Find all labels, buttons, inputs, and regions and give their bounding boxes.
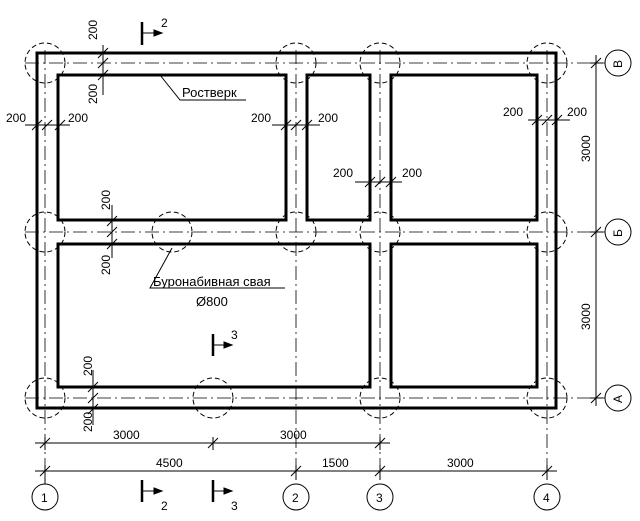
dim-3000-bottom-1: 3000 (113, 428, 140, 442)
bottom-dim-lines (35, 437, 557, 480)
axis-1-label: 1 (41, 491, 48, 505)
dim-200-top-b: 200 (86, 84, 100, 104)
dim-3000-right-1: 3000 (579, 135, 593, 162)
dim-200-top-a: 200 (86, 20, 100, 40)
dim-200-mid-left-b: 200 (99, 255, 113, 275)
dim-200-left-a: 200 (6, 111, 26, 125)
pile-label: Буронабивная свая (153, 274, 271, 289)
dim-200-left-b: 200 (68, 111, 88, 125)
grillage-label: Ростверк (182, 85, 237, 100)
dim-4500: 4500 (156, 456, 183, 470)
section-markers (140, 22, 234, 502)
axis-b-label: Б (611, 229, 625, 237)
axis-bubbles-right (604, 49, 632, 412)
leaders (149, 74, 285, 289)
section-3-bottom-label: 3 (231, 499, 238, 513)
dim-1500: 1500 (322, 456, 349, 470)
dim-200-mid-left-a: 200 (99, 190, 113, 210)
dim-200-bottom-a: 200 (81, 356, 95, 376)
axis-bubbles-bottom (31, 480, 561, 511)
axis-2-label: 2 (292, 491, 299, 505)
dim-200-center-a: 200 (333, 166, 353, 180)
grillage-cells (56, 73, 539, 389)
dim-200-right-a: 200 (503, 105, 523, 119)
right-dim-lines (590, 55, 603, 406)
dim-200-right-b: 200 (567, 105, 587, 119)
pile-diameter-label: Ø800 (196, 294, 228, 309)
wall-dims (25, 45, 570, 425)
axis-3-label: 3 (376, 491, 383, 505)
axis-4-label: 4 (543, 491, 550, 505)
dim-200-mid-a: 200 (251, 111, 271, 125)
grillage-outline (35, 51, 558, 410)
dim-3000-bottom-3: 3000 (447, 456, 474, 470)
axis-v-label: В (611, 60, 625, 68)
section-2-bottom-label: 2 (161, 499, 168, 513)
piles (24, 42, 568, 419)
dim-3000-bottom-2: 3000 (280, 428, 307, 442)
dim-3000-right-2: 3000 (579, 303, 593, 330)
dim-200-mid-b: 200 (318, 111, 338, 125)
dim-200-bottom-b: 200 (81, 412, 95, 432)
section-3-mid-label: 3 (231, 328, 238, 342)
axis-lines (25, 50, 610, 480)
dim-200-center-b: 200 (402, 166, 422, 180)
section-2-top-label: 2 (161, 16, 168, 30)
axis-a-label: А (611, 395, 625, 403)
